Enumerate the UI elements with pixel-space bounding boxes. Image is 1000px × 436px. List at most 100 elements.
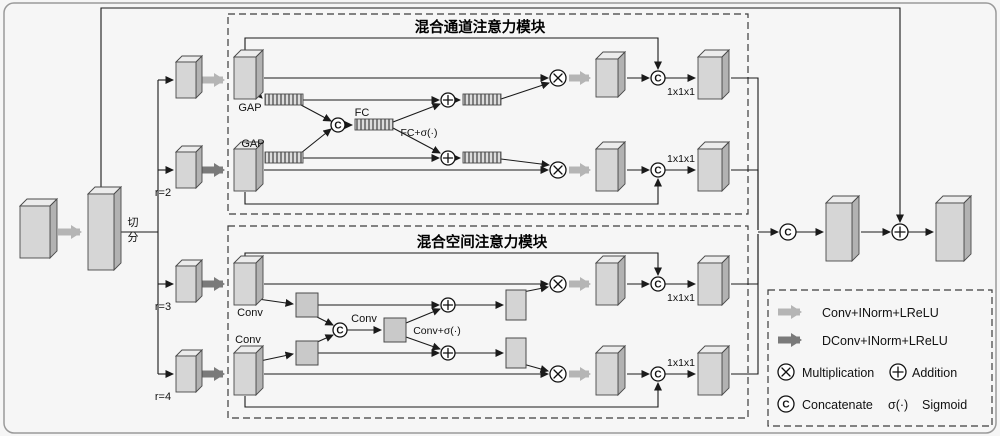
- line-vec-to-mul1: [500, 81, 550, 100]
- legend-multiply-icon: [777, 363, 795, 381]
- concat-op-3: C: [650, 276, 666, 292]
- concat-letter: C: [654, 74, 661, 85]
- cuboid-side-face: [617, 50, 626, 99]
- block-path-input-4: [232, 344, 265, 397]
- cuboid-front-face: [233, 56, 257, 100]
- attention-map-1: [505, 289, 527, 321]
- cuboid-side-face: [721, 140, 730, 193]
- cuboid-side-face: [617, 254, 626, 307]
- conv111-label-3: 1x1x1: [667, 292, 695, 304]
- flow-lines: [100, 7, 934, 408]
- split-char-2: 分: [128, 231, 139, 244]
- cuboid-side-face: [195, 348, 203, 394]
- block-attended-1: [594, 50, 627, 99]
- legend-conv-label: Conv+INorm+LReLU: [822, 306, 939, 320]
- line-r1-out: [731, 77, 759, 230]
- block-branch-3: [174, 258, 204, 304]
- fc-sigma-label: FC+σ(·): [400, 127, 437, 139]
- concat-letter: C: [336, 326, 343, 337]
- concat-circle: [332, 322, 348, 338]
- vector-attention-1: [462, 93, 502, 106]
- legend-dconv-label: DConv+INorm+LReLU: [822, 334, 948, 348]
- multiply-glyph: [553, 279, 563, 289]
- line-sigma-to-add4: [405, 336, 441, 351]
- line-skip-to-concat4: [244, 382, 662, 408]
- cuboid-front-face: [87, 193, 115, 271]
- feature-conv-2: [295, 340, 319, 366]
- rate4-label: r=4: [155, 391, 171, 403]
- block-stem: [86, 185, 123, 272]
- split-char-1: 切: [128, 216, 139, 229]
- conv-label-1: Conv: [237, 307, 263, 319]
- cuboid-side-face: [255, 344, 264, 397]
- cuboid-side-face: [617, 344, 626, 397]
- line-r2-out: [731, 169, 759, 230]
- rate3-label: r=3: [155, 301, 171, 313]
- vector-attention-2: [462, 151, 502, 164]
- legend-addition-label: Addition: [912, 366, 957, 380]
- rate2-label: r=2: [155, 187, 171, 199]
- concat-circle: [777, 395, 795, 413]
- multiply-glyph: [553, 369, 563, 379]
- line-gap1-to-concat: [300, 104, 332, 122]
- concat-op-final: C: [779, 223, 797, 241]
- cuboid-front-face: [233, 148, 257, 192]
- line-global-skip: [100, 7, 904, 223]
- cuboid-side-face: [113, 185, 122, 272]
- concat-circle: [330, 117, 346, 133]
- line-skip-to-concat1: [244, 37, 662, 70]
- fc-label: FC: [355, 107, 370, 119]
- feature-vector-bar: [264, 93, 304, 106]
- block-path-input-3: [232, 254, 265, 307]
- cuboid-side-face: [617, 140, 626, 193]
- line-r4-out: [731, 234, 759, 375]
- multiply-op-3: [549, 275, 567, 293]
- attention-map-2: [505, 337, 527, 369]
- spatial-module-title: 混合空间注意力模块: [417, 233, 548, 251]
- vector-gap-2: [264, 151, 304, 164]
- block-path-output-2: [696, 140, 731, 193]
- line-map2-to-mul4: [522, 363, 549, 373]
- feature-vector-bar: [264, 151, 304, 164]
- add-op-4: [440, 345, 456, 361]
- concat-circle: [650, 276, 666, 292]
- multiply-glyph: [781, 367, 791, 377]
- concat-circle: [650, 70, 666, 86]
- legend-sigma-symbol: σ(·): [888, 398, 908, 412]
- concat-letter: C: [654, 166, 661, 177]
- cuboid-front-face: [697, 262, 723, 306]
- figure-border: [3, 2, 997, 434]
- add-op-2: [440, 150, 456, 166]
- cuboid-front-face: [233, 262, 257, 306]
- feature-vector-bar: [462, 93, 502, 106]
- block-branch-4: [174, 348, 204, 394]
- feature-vector-bar: [462, 151, 502, 164]
- legend-multiplication-label: Multiplication: [802, 366, 874, 380]
- line-fc-to-add1: [392, 102, 441, 123]
- block-branch-1: [174, 54, 204, 100]
- line-gap2-to-concat: [300, 128, 332, 154]
- cuboid-side-face: [255, 254, 264, 307]
- concat-circle: [650, 162, 666, 178]
- vector-gap-1: [264, 93, 304, 106]
- line-skip-to-concat2: [244, 178, 662, 205]
- concat-circle: [779, 223, 797, 241]
- line-sigma-to-add3: [405, 308, 441, 324]
- line-p4-to-conv: [259, 351, 294, 362]
- line-r3-out: [731, 234, 759, 285]
- cuboid-front-face: [697, 148, 723, 192]
- cuboid-side-face: [195, 54, 203, 100]
- conv111-label-1: 1x1x1: [667, 86, 695, 98]
- concat-op-4: C: [650, 366, 666, 382]
- cuboid-front-face: [595, 352, 619, 396]
- cuboid-side-face: [195, 144, 203, 190]
- cuboid-front-face: [175, 355, 197, 393]
- legend-concatenate-label: Concatenate: [802, 398, 873, 412]
- cuboid-side-face: [721, 254, 730, 307]
- cuboid-side-face: [851, 194, 860, 263]
- concat-letter: C: [654, 280, 661, 291]
- concat-letter: C: [784, 228, 791, 239]
- vector-fc: [354, 118, 394, 131]
- cuboid-side-face: [49, 197, 58, 260]
- concat-letter: C: [782, 400, 789, 411]
